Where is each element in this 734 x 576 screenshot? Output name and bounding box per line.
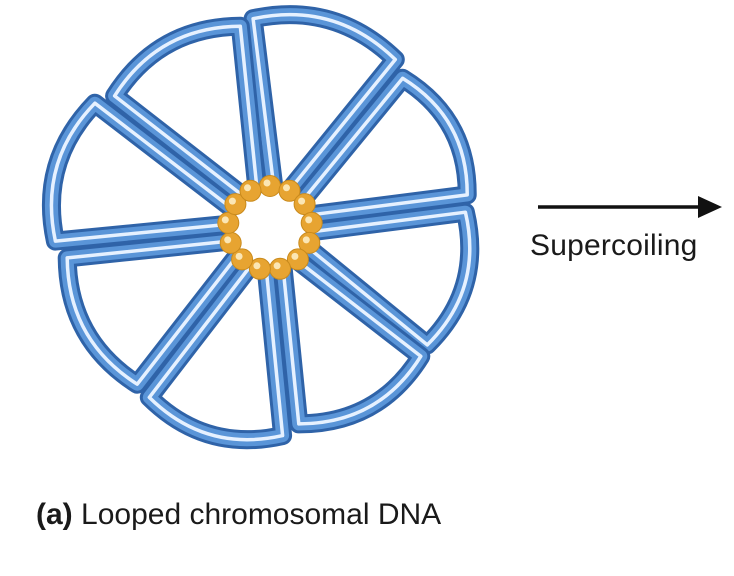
dna-strand-highlight (307, 210, 472, 347)
scaffold-core (234, 192, 306, 264)
dna-strand-highlight (112, 24, 259, 197)
bead-highlight (283, 184, 290, 192)
dna-loop (243, 5, 405, 199)
bead-highlight (244, 184, 251, 192)
supercoiling-arrow (538, 196, 722, 218)
dna-strand-highlight (65, 239, 239, 386)
dna-strand-highlight (301, 76, 469, 217)
scaffold-protein-bead (248, 257, 271, 280)
protein-scaffold (217, 175, 323, 280)
bead-body (293, 193, 316, 216)
dna-loop (299, 202, 480, 355)
scaffold-protein-bead (219, 231, 242, 254)
bead-highlight (228, 197, 236, 205)
bead-body (239, 179, 262, 202)
caption-marker: (a) (36, 498, 73, 531)
dna-loop (294, 68, 477, 225)
dna-loop (273, 252, 431, 434)
bead-highlight (291, 252, 299, 260)
bead-body (219, 231, 242, 254)
bead-highlight (235, 252, 243, 260)
bead-body (217, 211, 240, 234)
bead-highlight (302, 236, 310, 244)
scaffold-protein-bead (217, 211, 240, 234)
bead-highlight (263, 179, 271, 187)
dna-loop (105, 16, 267, 204)
bead-highlight (253, 262, 261, 270)
scaffold-protein-bead (286, 248, 309, 271)
dna-loop (41, 93, 241, 251)
scaffold-protein-bead (293, 193, 316, 216)
dna-strand-highlight (251, 12, 398, 191)
scaffold-protein-bead (278, 179, 301, 202)
bead-highlight (224, 236, 232, 244)
bead-body (300, 211, 323, 234)
bead-highlight (305, 216, 313, 224)
supercoiling-label: Supercoiling (530, 229, 698, 262)
dna-loop (57, 231, 246, 394)
dna-strand-highlight (49, 101, 233, 243)
scaffold-protein-bead (269, 257, 292, 280)
bead-body (259, 175, 281, 197)
bead-highlight (221, 216, 229, 224)
bead-highlight (298, 197, 306, 205)
scaffold-protein-bead (224, 193, 247, 216)
scaffold-protein-bead (231, 248, 254, 271)
dna-loop (139, 257, 293, 450)
scaffold-protein-bead (300, 211, 323, 234)
arrow-head-icon (698, 196, 722, 218)
scaffold-protein-bead (298, 231, 321, 254)
dna-strand-highlight (147, 265, 285, 442)
figure-caption: (a) Looped chromosomal DNA (36, 498, 441, 532)
dna-loops (41, 5, 480, 450)
bead-highlight (273, 262, 281, 270)
scaffold-protein-bead (259, 175, 281, 197)
scaffold-protein-bead (239, 179, 262, 202)
caption-text: Looped chromosomal DNA (81, 498, 442, 531)
dna-strand-highlight (281, 259, 423, 426)
bead-body (269, 257, 292, 280)
